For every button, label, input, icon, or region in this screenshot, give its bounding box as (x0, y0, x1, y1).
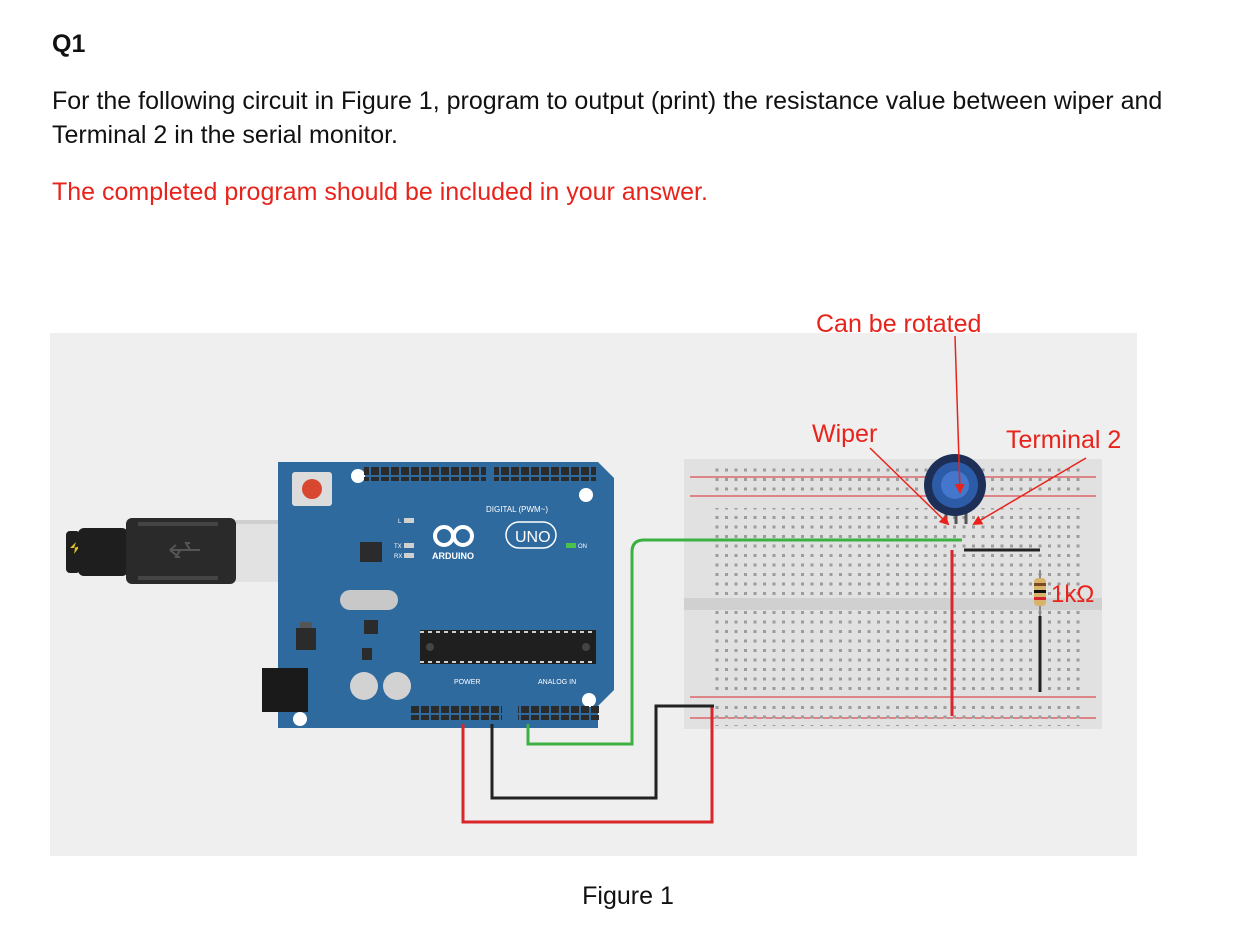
annotation-wiper: Wiper (812, 420, 877, 448)
circuit-figure: DIGITAL (PWM~) UNO ARDUINO L TX RX ON (50, 310, 1137, 856)
svg-text:DIGITAL (PWM~): DIGITAL (PWM~) (486, 505, 548, 514)
svg-text:UNO: UNO (515, 529, 551, 546)
svg-text:ARDUINO: ARDUINO (432, 551, 474, 561)
figure-caption: Figure 1 (582, 882, 674, 910)
svg-text:POWER: POWER (454, 679, 480, 686)
question-number: Q1 (52, 30, 86, 58)
annotation-arrows (869, 335, 1087, 526)
svg-text:ANALOG IN: ANALOG IN (538, 679, 576, 686)
arduino-logo-icon (433, 525, 474, 547)
resistor (1034, 570, 1046, 616)
svg-text:TX: TX (394, 544, 402, 550)
svg-text:ON: ON (578, 544, 587, 550)
arduino-board: DIGITAL (PWM~) UNO ARDUINO L TX RX ON (262, 462, 614, 728)
annotation-terminal2: Terminal 2 (1006, 426, 1121, 454)
annotations: Can be rotated Wiper Terminal 2 1kΩ (812, 310, 1121, 608)
svg-text:L: L (398, 519, 402, 525)
svg-text:RX: RX (394, 554, 402, 560)
question-note: The completed program should be included… (52, 178, 708, 206)
breadboard (684, 459, 1102, 729)
annotation-resistor: 1kΩ (1051, 581, 1094, 608)
annotation-rotate: Can be rotated (816, 310, 981, 338)
circuit-wires (461, 538, 1042, 824)
question-text: For the following circuit in Figure 1, p… (52, 87, 1163, 149)
